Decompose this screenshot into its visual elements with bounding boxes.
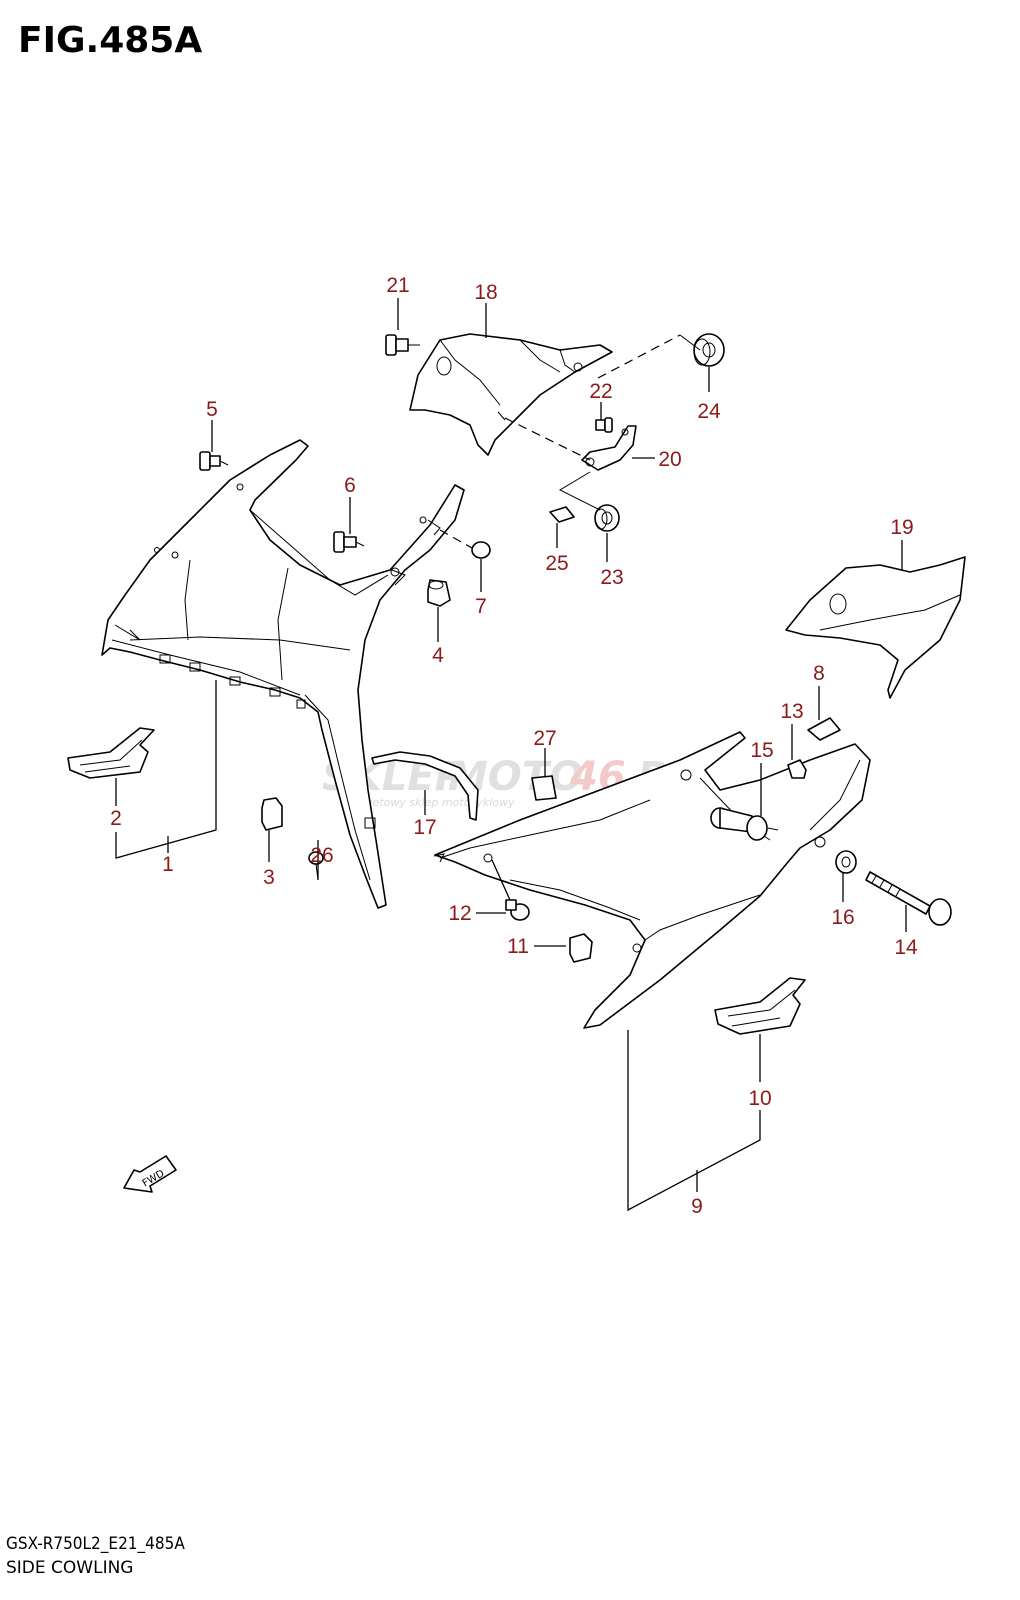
part-4-grommet (427, 579, 451, 607)
part-27-pad (531, 775, 557, 801)
part-25-pad (549, 506, 575, 523)
leader-24 (679, 334, 701, 351)
part-17-strip (371, 751, 479, 821)
part-10-emblem (714, 977, 806, 1035)
part-label-21: 21 (386, 274, 409, 297)
part-labels: 21 18 22 24 5 20 6 25 23 19 7 4 8 13 27 … (110, 274, 918, 1218)
part-label-14: 14 (894, 936, 918, 959)
part-label-20: 20 (658, 448, 681, 471)
part-8-pad (807, 717, 841, 741)
part-label-17: 17 (413, 816, 436, 839)
part-7-nut (439, 529, 491, 559)
part-label-15: 15 (750, 739, 773, 762)
part-label-23: 23 (600, 566, 623, 589)
part-label-1: 1 (162, 853, 174, 876)
part-23-grommet (594, 504, 620, 532)
part-12-screw (505, 899, 530, 921)
assembly-line-18-20 (504, 417, 591, 461)
part-label-16: 16 (831, 906, 854, 929)
part-label-24: 24 (697, 400, 721, 423)
part-15-collar (710, 807, 779, 841)
part-label-8: 8 (813, 662, 825, 685)
part-5-screw (199, 451, 229, 471)
part-3-clip (261, 797, 283, 831)
part-label-11: 11 (507, 935, 529, 958)
part-13-nut (787, 759, 807, 779)
diagram-code: GSX-R750L2_E21_485A (6, 1534, 185, 1554)
part-11-clip (569, 933, 593, 963)
part-20-bracket (581, 425, 637, 471)
part-label-18: 18 (474, 281, 497, 304)
diagram-name: SIDE COWLING (6, 1558, 134, 1578)
leader-lines (115, 298, 907, 1212)
part-6-screw (333, 531, 365, 553)
part-14-bolt (865, 871, 952, 926)
part-22-screw (595, 417, 613, 433)
part-label-3: 3 (263, 866, 275, 889)
part-2-emblem (67, 727, 155, 779)
part-label-22: 22 (589, 380, 612, 403)
part-label-26: 26 (310, 844, 333, 867)
part-label-10: 10 (748, 1087, 771, 1110)
part-24-grommet (693, 333, 725, 367)
part-16-washer (835, 850, 857, 874)
part-label-25: 25 (545, 552, 568, 575)
part-label-27: 27 (533, 727, 556, 750)
part-label-2: 2 (110, 807, 122, 830)
figure-title: FIG.485A (18, 20, 203, 61)
part-label-5: 5 (206, 398, 218, 421)
part-label-6: 6 (344, 474, 356, 497)
assembly-line-18-24 (597, 334, 681, 379)
fwd-arrow: FWD (123, 1155, 177, 1193)
part-label-13: 13 (780, 700, 803, 723)
part-label-19: 19 (890, 516, 913, 539)
part-label-12: 12 (448, 902, 471, 925)
part-18-inner-panel (409, 333, 613, 456)
part-label-9: 9 (691, 1195, 703, 1218)
leader-20-23 (558, 471, 601, 511)
part-19-cover (785, 556, 966, 699)
part-label-4: 4 (432, 644, 444, 667)
part-label-7: 7 (475, 595, 487, 618)
part-1-side-cowling (101, 439, 465, 909)
part-21-screw (385, 334, 420, 356)
